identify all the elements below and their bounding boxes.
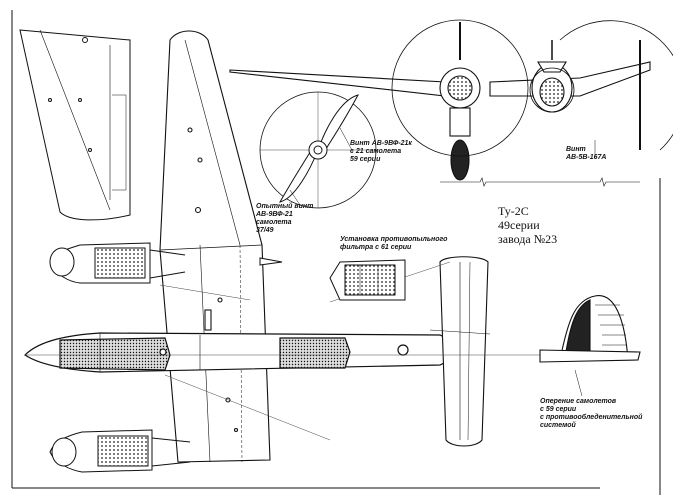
sheet-border [11,10,661,495]
tail-fin-detail [539,295,641,363]
title-block: Ту-2С 49серии завода №23 [498,204,557,246]
callout-prop-5b-line2: АВ-5В-167А [566,154,607,161]
dust-filter-detail [329,259,406,301]
plan-view-tailplane [429,256,491,447]
callout-prop-21: Винт АВ-9ВФ-21к с 21 самолета 59 серии [350,140,412,164]
callout-prop-exp-line2: АВ-9ВФ-21 [256,211,293,218]
callout-tail-line2: с 59 серии [540,406,577,413]
callout-tail-line4: системой [540,422,576,429]
callout-prop-5b-line1: Винт [566,146,586,153]
engine-nacelle-lower [49,429,191,473]
callout-filter-line1: Установка противопыльного [340,236,448,243]
callout-tail: Оперение самолетов с 59 серии с противоо… [540,398,642,430]
title-factory: завода №23 [498,232,558,246]
callout-tail-line3: с противообледенительной [540,414,643,421]
title-series: 49серии [498,218,540,232]
callout-prop-21-line3: 59 серии [350,156,381,163]
callout-filter-line2: фильтра с 61 серии [340,244,412,251]
callout-dust-filter: Установка противопыльного фильтра с 61 с… [340,236,447,252]
callout-tail-line1: Оперение самолетов [540,398,617,405]
callout-prop-21-line2: с 21 самолета [350,148,402,155]
callout-prop-21-line1: Винт АВ-9ВФ-21к [350,140,412,147]
engine-nacelle-upper [49,242,283,284]
callout-prop-exp-line1: Опытный винт [256,203,314,210]
callout-leaders [289,127,596,397]
callout-prop-experimental: Опытный винт АВ-9ВФ-21 самолета 37/49 [256,203,313,235]
propeller-detail [259,91,377,209]
callout-prop-exp-line3: самолета [256,219,292,226]
plan-view-fuselage [24,332,472,373]
callout-prop-exp-line4: 37/49 [256,227,274,234]
plan-view-wing-fragment [19,29,131,221]
plan-view-wing [159,30,271,463]
callout-prop-5b: Винт АВ-5В-167А [566,146,606,162]
ground-line [440,177,640,187]
front-view-prop-disks [391,19,673,157]
title-model: Ту-2С [498,204,529,218]
